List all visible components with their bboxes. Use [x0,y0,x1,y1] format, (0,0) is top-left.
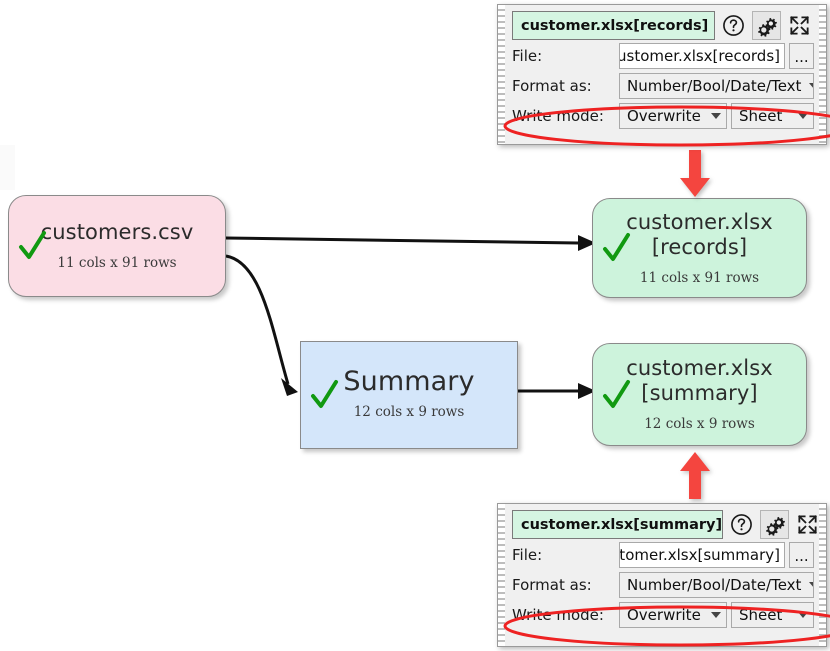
sheet-select[interactable]: Sheet [731,602,814,628]
panel-titlebar: customer.xlsx[summary] [508,509,818,540]
node-title-line1: customer.xlsx [626,209,773,234]
panel-right-edge [819,504,826,646]
format-row: Format as: Number/Bool/Date/Text [508,71,816,101]
format-label: Format as: [512,576,592,594]
write-mode-row: Write mode: Overwrite Sheet [508,600,816,630]
file-input[interactable]: op\customer.xlsx[records] [619,43,785,69]
check-icon [311,380,338,408]
help-circle-icon[interactable] [727,510,756,539]
sheet-value: Sheet [739,107,783,125]
expand-arrows-icon[interactable] [785,11,814,40]
write-mode-value: Overwrite [627,606,701,624]
chevron-down-icon [711,113,721,119]
check-icon [603,233,630,261]
file-row: File: \customer.xlsx[summary] ... [508,540,816,570]
chevron-down-icon [809,83,813,89]
write-mode-value: Overwrite [627,107,701,125]
node-subtitle: 12 cols x 9 rows [644,416,755,432]
node-title-line2: [summary] [641,381,758,405]
settings-panel-records[interactable]: customer.xlsx[records] [497,4,827,145]
format-label: Format as: [512,77,592,95]
gears-icon[interactable] [760,510,790,539]
browse-button[interactable]: ... [789,542,814,568]
check-icon [19,231,46,259]
annotation-arrow-up-icon [680,452,710,499]
write-mode-label: Write mode: [512,606,604,624]
check-icon [603,379,630,408]
node-title-line1: customer.xlsx [626,356,773,380]
write-mode-select[interactable]: Overwrite [619,602,727,628]
write-mode-label: Write mode: [512,107,604,125]
chevron-down-icon [809,582,813,588]
node-subtitle: 12 cols x 9 rows [353,404,465,420]
panel-title-field[interactable]: customer.xlsx[summary] [512,510,724,539]
node-customers-csv[interactable]: customers.csv 11 cols x 91 rows [8,195,226,297]
file-input[interactable]: \customer.xlsx[summary] [619,542,785,568]
settings-panel-summary[interactable]: customer.xlsx[summary] [497,503,827,647]
browse-button[interactable]: ... [789,43,814,69]
chevron-down-icon [798,113,808,119]
format-select[interactable]: Number/Bool/Date/Text [619,73,814,99]
window-edge-strip [0,145,15,190]
sheet-value: Sheet [739,606,783,624]
file-row: File: op\customer.xlsx[records] ... [508,41,816,71]
panel-right-edge [819,5,826,144]
panel-left-edge [498,5,505,144]
format-select[interactable]: Number/Bool/Date/Text [619,572,814,598]
node-customer-xlsx-records[interactable]: customer.xlsx [records] 11 cols x 91 row… [592,198,807,298]
node-title: Summary [343,366,475,397]
chevron-down-icon [798,612,808,618]
node-summary[interactable]: Summary 12 cols x 9 rows [300,341,518,449]
write-mode-row: Write mode: Overwrite Sheet [508,101,816,131]
node-subtitle: 11 cols x 91 rows [639,269,760,286]
format-value: Number/Bool/Date/Text [627,576,802,594]
expand-arrows-icon[interactable] [793,510,822,539]
annotation-arrow-down-icon [680,150,710,197]
format-value: Number/Bool/Date/Text [627,77,802,95]
file-label: File: [512,47,543,65]
sheet-select[interactable]: Sheet [731,103,814,129]
node-title-line2: [records] [651,234,748,259]
chevron-down-icon [711,612,721,618]
node-customer-xlsx-summary[interactable]: customer.xlsx [summary] 12 cols x 9 rows [592,343,807,446]
panel-title-field[interactable]: customer.xlsx[records] [512,11,715,40]
write-mode-select[interactable]: Overwrite [619,103,727,129]
node-subtitle: 11 cols x 91 rows [57,255,177,271]
file-label: File: [512,546,543,564]
help-circle-icon[interactable] [719,11,748,40]
panel-left-edge [498,504,505,646]
node-title: customers.csv [40,220,194,244]
gears-icon[interactable] [752,11,781,40]
format-row: Format as: Number/Bool/Date/Text [508,570,816,600]
panel-titlebar: customer.xlsx[records] [508,10,816,41]
